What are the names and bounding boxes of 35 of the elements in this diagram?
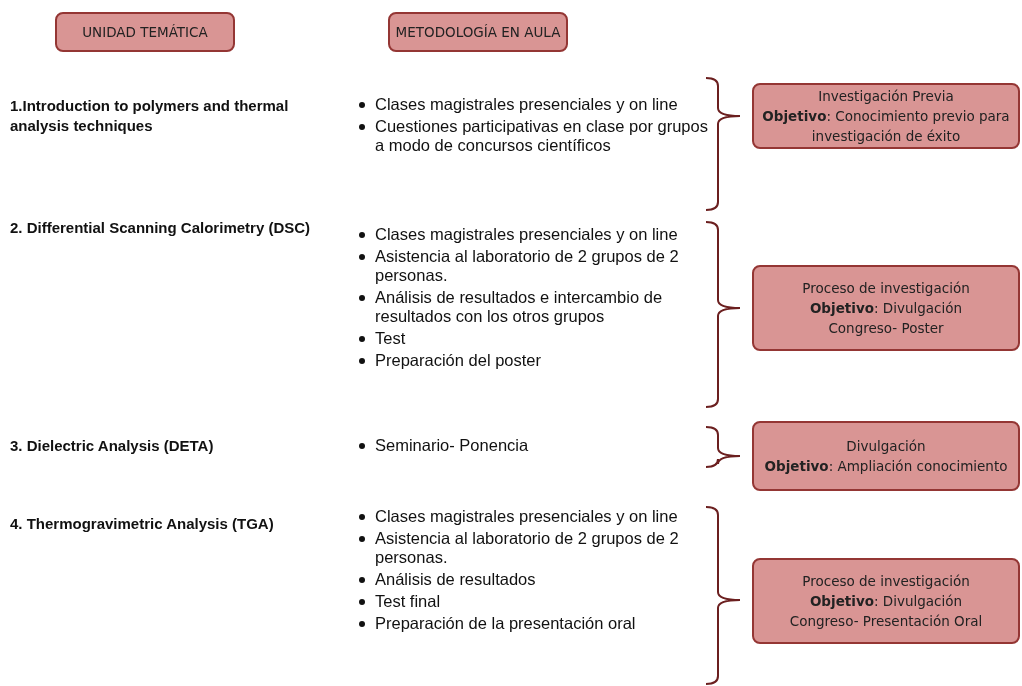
topic-title: 3. Dielectric Analysis (DETA) (10, 436, 215, 456)
outcome-box (752, 83, 1020, 149)
column-header (388, 12, 568, 52)
topic-title: 1.Introduction to polymers and thermal analysis techniques (10, 96, 290, 136)
outcome-box (752, 558, 1020, 644)
box-text: Objetivo: Ampliación conocimiento (764, 457, 1008, 476)
bullet-text: Asistencia al laboratorio de 2 grupos de 2 personas. (375, 247, 679, 284)
box-heading: UNIDAD TEMÁTICA (82, 23, 208, 42)
box-text: Congreso- Poster (828, 319, 944, 338)
bullet-text: Asistencia al laboratorio de 2 grupos de 2 personas. (375, 529, 679, 566)
box-heading: METODOLOGÍA EN AULA (395, 23, 561, 42)
bullet-text: Preparación de la presentación oral (375, 614, 636, 632)
bullet-text: Clases magistrales presenciales y on line (375, 507, 678, 525)
box-heading: Proceso de investigación (802, 279, 970, 298)
topic-title: 4. Thermogravimetric Analysis (TGA) (10, 514, 275, 534)
box-text: Objetivo: Divulgación (809, 592, 963, 611)
bullet-text: Preparación del poster (375, 351, 541, 369)
outcome-box (752, 421, 1020, 491)
bullet-text: Seminario- Ponencia (375, 436, 529, 454)
box-heading: Divulgación (846, 437, 926, 456)
box-heading: Proceso de investigación (802, 572, 970, 591)
bullet-text: Test final (375, 592, 441, 610)
bullet-text: Análisis de resultados e intercambio de resultados con los otros grupos (375, 288, 663, 325)
bullet-text: Análisis de resultados (375, 570, 536, 588)
bullet-text: Clases magistrales presenciales y on line (375, 95, 678, 113)
column-header (55, 12, 235, 52)
bullet-text: Test (375, 329, 406, 347)
box-text: Congreso- Presentación Oral (789, 612, 983, 631)
box-heading: Investigación Previa (818, 87, 954, 106)
box-text: Objetivo: Divulgación (809, 299, 963, 318)
bullet-text: Clases magistrales presenciales y on line (375, 225, 678, 243)
bullet-text: Cuestiones participativas en clase por grupos a modo de concursos científicos (375, 117, 708, 154)
outcome-box (752, 265, 1020, 351)
box-text: Objetivo: Conocimiento previo para investigación de éxito (761, 107, 1011, 146)
topic-title: 2. Differential Scanning Calorimetry (DSC) (10, 218, 312, 238)
